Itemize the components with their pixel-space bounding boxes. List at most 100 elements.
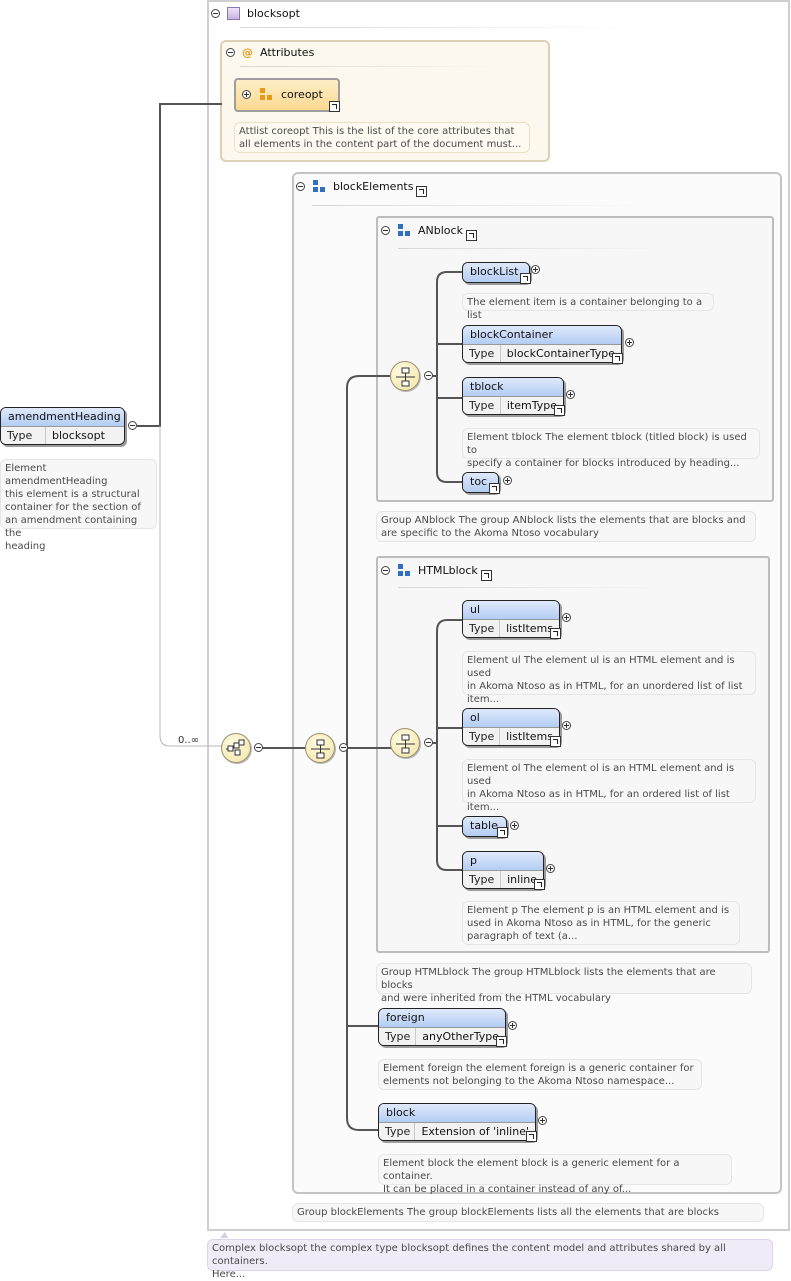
element-blockcontainer[interactable]: blockContainer Type blockContainerType — [462, 325, 623, 364]
reference-arrow-icon[interactable] — [554, 405, 565, 416]
attlist-name: coreopt — [281, 87, 323, 101]
collapse-toggle-icon[interactable] — [296, 181, 305, 191]
expand-toggle-icon[interactable] — [546, 864, 555, 873]
an-block-header: ANblock — [381, 223, 477, 241]
type-value: blockContainerType — [506, 347, 615, 360]
expand-toggle-icon[interactable] — [510, 821, 519, 830]
ul-doc: Element ul The element ul is an HTML ele… — [462, 651, 756, 705]
sequence-compositor-icon[interactable] — [305, 733, 335, 763]
expand-toggle-icon[interactable] — [562, 721, 571, 730]
reference-arrow-icon[interactable] — [520, 273, 531, 284]
type-label: Type — [469, 728, 501, 745]
collapse-toggle-icon[interactable] — [128, 421, 137, 430]
element-name: blockContainer — [463, 326, 621, 344]
an-block-name: ANblock — [418, 223, 463, 237]
type-label: Type — [469, 871, 502, 888]
reference-arrow-icon[interactable] — [480, 569, 492, 581]
reference-arrow-icon[interactable] — [416, 185, 428, 197]
reference-arrow-icon[interactable] — [550, 736, 561, 747]
group-icon — [397, 563, 411, 577]
attributes-header: @ Attributes — [226, 46, 314, 59]
reference-arrow-icon[interactable] — [496, 1036, 507, 1047]
element-ul[interactable]: ul Type listItems — [462, 600, 561, 639]
element-doc: Element amendmentHeading this element is… — [0, 459, 157, 552]
collapse-toggle-icon[interactable] — [254, 743, 263, 752]
type-value: inline — [507, 873, 537, 886]
cardinality-label: 0..∞ — [178, 735, 200, 746]
complex-type-header: blocksopt — [211, 7, 300, 20]
expand-toggle-icon[interactable] — [538, 1116, 547, 1125]
collapse-toggle-icon[interactable] — [424, 738, 433, 747]
expand-toggle-icon[interactable] — [562, 613, 571, 622]
reference-arrow-icon[interactable] — [526, 1131, 537, 1142]
expand-toggle-icon[interactable] — [625, 338, 634, 347]
collapse-toggle-icon[interactable] — [424, 371, 433, 380]
group-icon — [312, 179, 326, 193]
element-table[interactable]: table — [462, 816, 508, 838]
blocklist-doc: The element item is a container belongin… — [462, 293, 714, 321]
sequence-compositor-icon[interactable] — [390, 728, 420, 758]
reference-arrow-icon[interactable] — [465, 229, 477, 241]
block-elements-header: blockElements — [296, 179, 428, 197]
expand-toggle-icon[interactable] — [531, 265, 540, 274]
block-elements-name: blockElements — [333, 179, 414, 193]
block-doc: Element block the element block is a gen… — [378, 1154, 732, 1195]
sequence-compositor-icon[interactable] — [390, 361, 420, 391]
expand-toggle-icon[interactable] — [503, 476, 512, 485]
attributes-label: Attributes — [260, 46, 315, 59]
collapse-toggle-icon[interactable] — [381, 565, 390, 575]
element-tblock[interactable]: tblock Type itemType — [462, 377, 565, 416]
type-label: Type — [469, 345, 501, 362]
html-block-name: HTMLblock — [418, 563, 478, 577]
type-label: Type — [469, 397, 501, 414]
attlist-doc: Attlist coreopt This is the list of the … — [234, 122, 530, 153]
expand-toggle-icon[interactable] — [508, 1021, 517, 1030]
type-value: blocksopt — [52, 429, 105, 442]
p-doc: Element p The element p is an HTML eleme… — [462, 901, 740, 945]
collapse-toggle-icon[interactable] — [381, 225, 390, 235]
element-name: foreign — [379, 1009, 505, 1027]
element-name: amendmentHeading — [1, 408, 124, 426]
reference-arrow-icon[interactable] — [497, 827, 508, 838]
reference-arrow-icon[interactable] — [612, 353, 623, 364]
collapse-toggle-icon[interactable] — [339, 743, 348, 752]
type-value: listItems — [506, 622, 553, 635]
ol-doc: Element ol The element ol is an HTML ele… — [462, 759, 756, 813]
attlist-icon — [259, 87, 273, 101]
reference-arrow-icon[interactable] — [550, 628, 561, 639]
foreign-doc: Element foreign the element foreign is a… — [378, 1059, 702, 1090]
type-label: Type — [7, 427, 46, 444]
collapse-toggle-icon[interactable] — [226, 48, 235, 57]
type-value: itemType — [506, 399, 557, 412]
element-name: blockList — [463, 263, 529, 282]
group-icon — [397, 223, 411, 237]
element-name: ol — [463, 709, 559, 727]
reference-arrow-icon[interactable] — [329, 101, 340, 112]
element-toc[interactable]: toc — [462, 472, 500, 494]
tblock-doc: Element tblock The element tblock (title… — [462, 428, 760, 469]
html-block-doc: Group HTMLblock The group HTMLblock list… — [376, 963, 752, 1004]
complex-type-doc: Complex blocksopt the complex type block… — [207, 1239, 773, 1280]
expand-toggle-icon[interactable] — [242, 89, 251, 99]
type-label: Type — [469, 620, 501, 637]
html-block-header: HTMLblock — [381, 563, 492, 581]
attlist-coreopt[interactable]: coreopt — [234, 78, 340, 112]
collapse-toggle-icon[interactable] — [211, 9, 220, 18]
type-label: Type — [385, 1028, 417, 1045]
expand-toggle-icon[interactable] — [566, 390, 575, 399]
complex-type-icon — [227, 7, 240, 20]
element-name: tblock — [463, 378, 563, 396]
element-blocklist[interactable]: blockList — [462, 262, 531, 284]
choice-compositor-icon[interactable] — [221, 733, 251, 763]
element-amendmentheading[interactable]: amendmentHeading Type blocksopt — [0, 407, 125, 445]
attribute-at-icon: @ — [242, 46, 253, 59]
complex-type-name: blocksopt — [247, 7, 300, 20]
reference-arrow-icon[interactable] — [489, 483, 500, 494]
reference-arrow-icon[interactable] — [534, 879, 545, 890]
element-name: ul — [463, 601, 559, 619]
